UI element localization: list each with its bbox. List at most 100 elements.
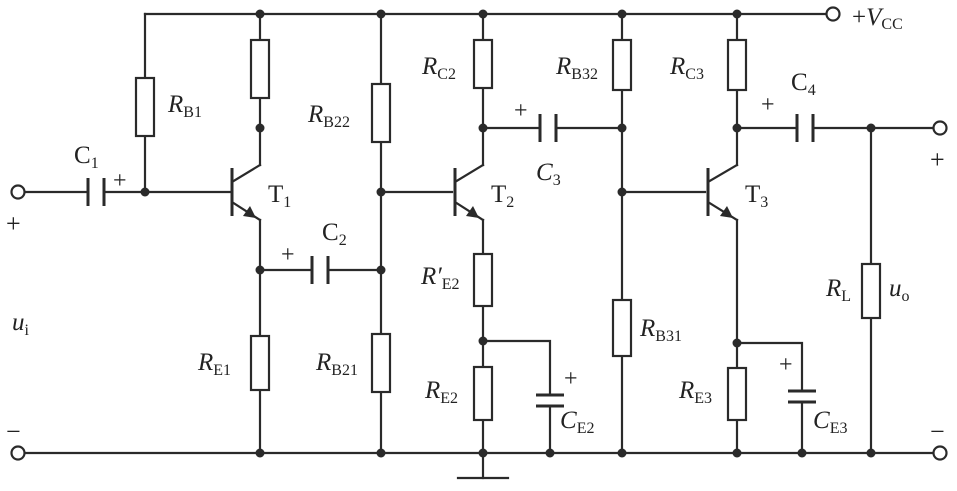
junction-dot xyxy=(478,9,488,19)
rc3-label: RC3 xyxy=(669,53,704,83)
c3-label: C3 xyxy=(536,159,561,189)
resistor-rb21 xyxy=(370,332,392,394)
rb31-label: RB31 xyxy=(639,315,682,345)
rc2-label: RC2 xyxy=(421,53,456,83)
resistor-re2-prime xyxy=(472,252,494,308)
rb32-label: RB32 xyxy=(555,53,598,83)
rb21-label: RB21 xyxy=(315,349,358,379)
junction-dot xyxy=(732,448,742,458)
wires xyxy=(23,12,934,480)
input-plus-sign: + xyxy=(6,209,21,238)
junction-dot xyxy=(732,123,742,133)
resistor-re2 xyxy=(472,365,494,422)
rb22-label: RB22 xyxy=(307,101,350,131)
ce2-plus-sign: + xyxy=(564,366,578,392)
transistor-t2 xyxy=(453,163,485,222)
transistor-t3 xyxy=(706,163,739,222)
capacitor-c4 xyxy=(795,114,815,142)
junction-dot xyxy=(797,448,807,458)
t3-collector-lead xyxy=(706,163,739,184)
junction-dot xyxy=(255,123,265,133)
c2-plus-sign: + xyxy=(281,242,295,268)
c4-label: C4 xyxy=(791,69,816,99)
junction-dot xyxy=(255,448,265,458)
output-minus-sign: − xyxy=(930,417,945,446)
terminal-input-minus xyxy=(10,445,26,461)
c1-label: C1 xyxy=(74,142,99,172)
junction-dot xyxy=(376,448,386,458)
junction-dot xyxy=(545,448,555,458)
junction-dot xyxy=(376,265,386,275)
resistor-rl xyxy=(860,262,882,320)
t2-emitter-lead xyxy=(453,200,485,222)
re1-label: RE1 xyxy=(197,349,231,379)
junction-dot xyxy=(732,338,742,348)
t2-label: T2 xyxy=(491,181,514,211)
t2-collector-lead xyxy=(453,163,485,184)
junction-dot xyxy=(866,448,876,458)
t2-emitter-arrow xyxy=(466,206,479,218)
t1-label: T1 xyxy=(268,181,291,211)
re3-label: RE3 xyxy=(678,377,712,407)
ce3-label: CE3 xyxy=(813,407,847,437)
t3-label: T3 xyxy=(745,181,768,211)
junction-dot xyxy=(617,9,627,19)
transistor-t1 xyxy=(230,163,262,222)
resistor-rc1 xyxy=(249,38,271,100)
junction-dot xyxy=(617,123,627,133)
uo-label: uo xyxy=(889,275,910,305)
resistors xyxy=(134,38,882,422)
terminal-output-plus xyxy=(932,120,948,136)
resistor-rb1 xyxy=(134,76,156,138)
resistor-rb31 xyxy=(611,298,633,358)
re2-label: RE2 xyxy=(424,377,458,407)
t3-emitter-arrow xyxy=(720,206,733,218)
junction-dot xyxy=(376,9,386,19)
capacitor-c3 xyxy=(538,114,558,142)
resistor-rb32 xyxy=(611,38,633,92)
c1-plus-sign: + xyxy=(113,168,127,194)
junction-dot xyxy=(255,9,265,19)
labels: +VCC RB1 RB22 RC2 RB32 RC3 C1 C2 C3 C4 T… xyxy=(6,4,945,446)
vcc-label: +VCC xyxy=(852,4,903,33)
resistor-rc2 xyxy=(472,38,494,90)
junction-dot xyxy=(255,265,265,275)
terminal-vcc xyxy=(825,6,841,22)
ce3-wire xyxy=(735,341,804,455)
t1-emitter-lead xyxy=(230,200,262,222)
capacitor-ce2 xyxy=(536,393,564,408)
junction-dot xyxy=(866,123,876,133)
rl-label: RL xyxy=(825,275,851,305)
c4-plus-sign: + xyxy=(761,92,775,118)
c2-label: C2 xyxy=(322,219,347,249)
c3-plus-sign: + xyxy=(514,98,528,124)
ce2-label: CE2 xyxy=(560,407,594,437)
re2-prime-label: R′E2 xyxy=(420,263,460,293)
junction-dot xyxy=(478,336,488,346)
t3-emitter-lead xyxy=(706,200,739,222)
output-plus-sign: + xyxy=(930,145,945,174)
ce3-plus-sign: + xyxy=(779,352,793,378)
terminal-output-minus xyxy=(932,445,948,461)
resistor-rc3 xyxy=(726,38,748,92)
junction-dot xyxy=(478,448,488,458)
ui-label: ui xyxy=(12,309,30,339)
junction-dot xyxy=(140,187,150,197)
input-minus-sign: − xyxy=(6,417,21,446)
capacitor-ce3 xyxy=(788,389,816,404)
junctions xyxy=(140,9,876,458)
junction-dot xyxy=(617,448,627,458)
resistor-re1 xyxy=(249,334,271,392)
resistor-rb22 xyxy=(370,82,392,144)
capacitor-c1 xyxy=(86,178,106,206)
rb1-label: RB1 xyxy=(167,91,202,121)
junction-dot xyxy=(376,187,386,197)
capacitor-c2 xyxy=(310,256,330,284)
resistor-re3 xyxy=(726,366,748,422)
t1-emitter-arrow xyxy=(243,206,256,218)
junction-dot xyxy=(617,187,627,197)
junction-dot xyxy=(478,123,488,133)
ce2-wire xyxy=(481,339,552,455)
